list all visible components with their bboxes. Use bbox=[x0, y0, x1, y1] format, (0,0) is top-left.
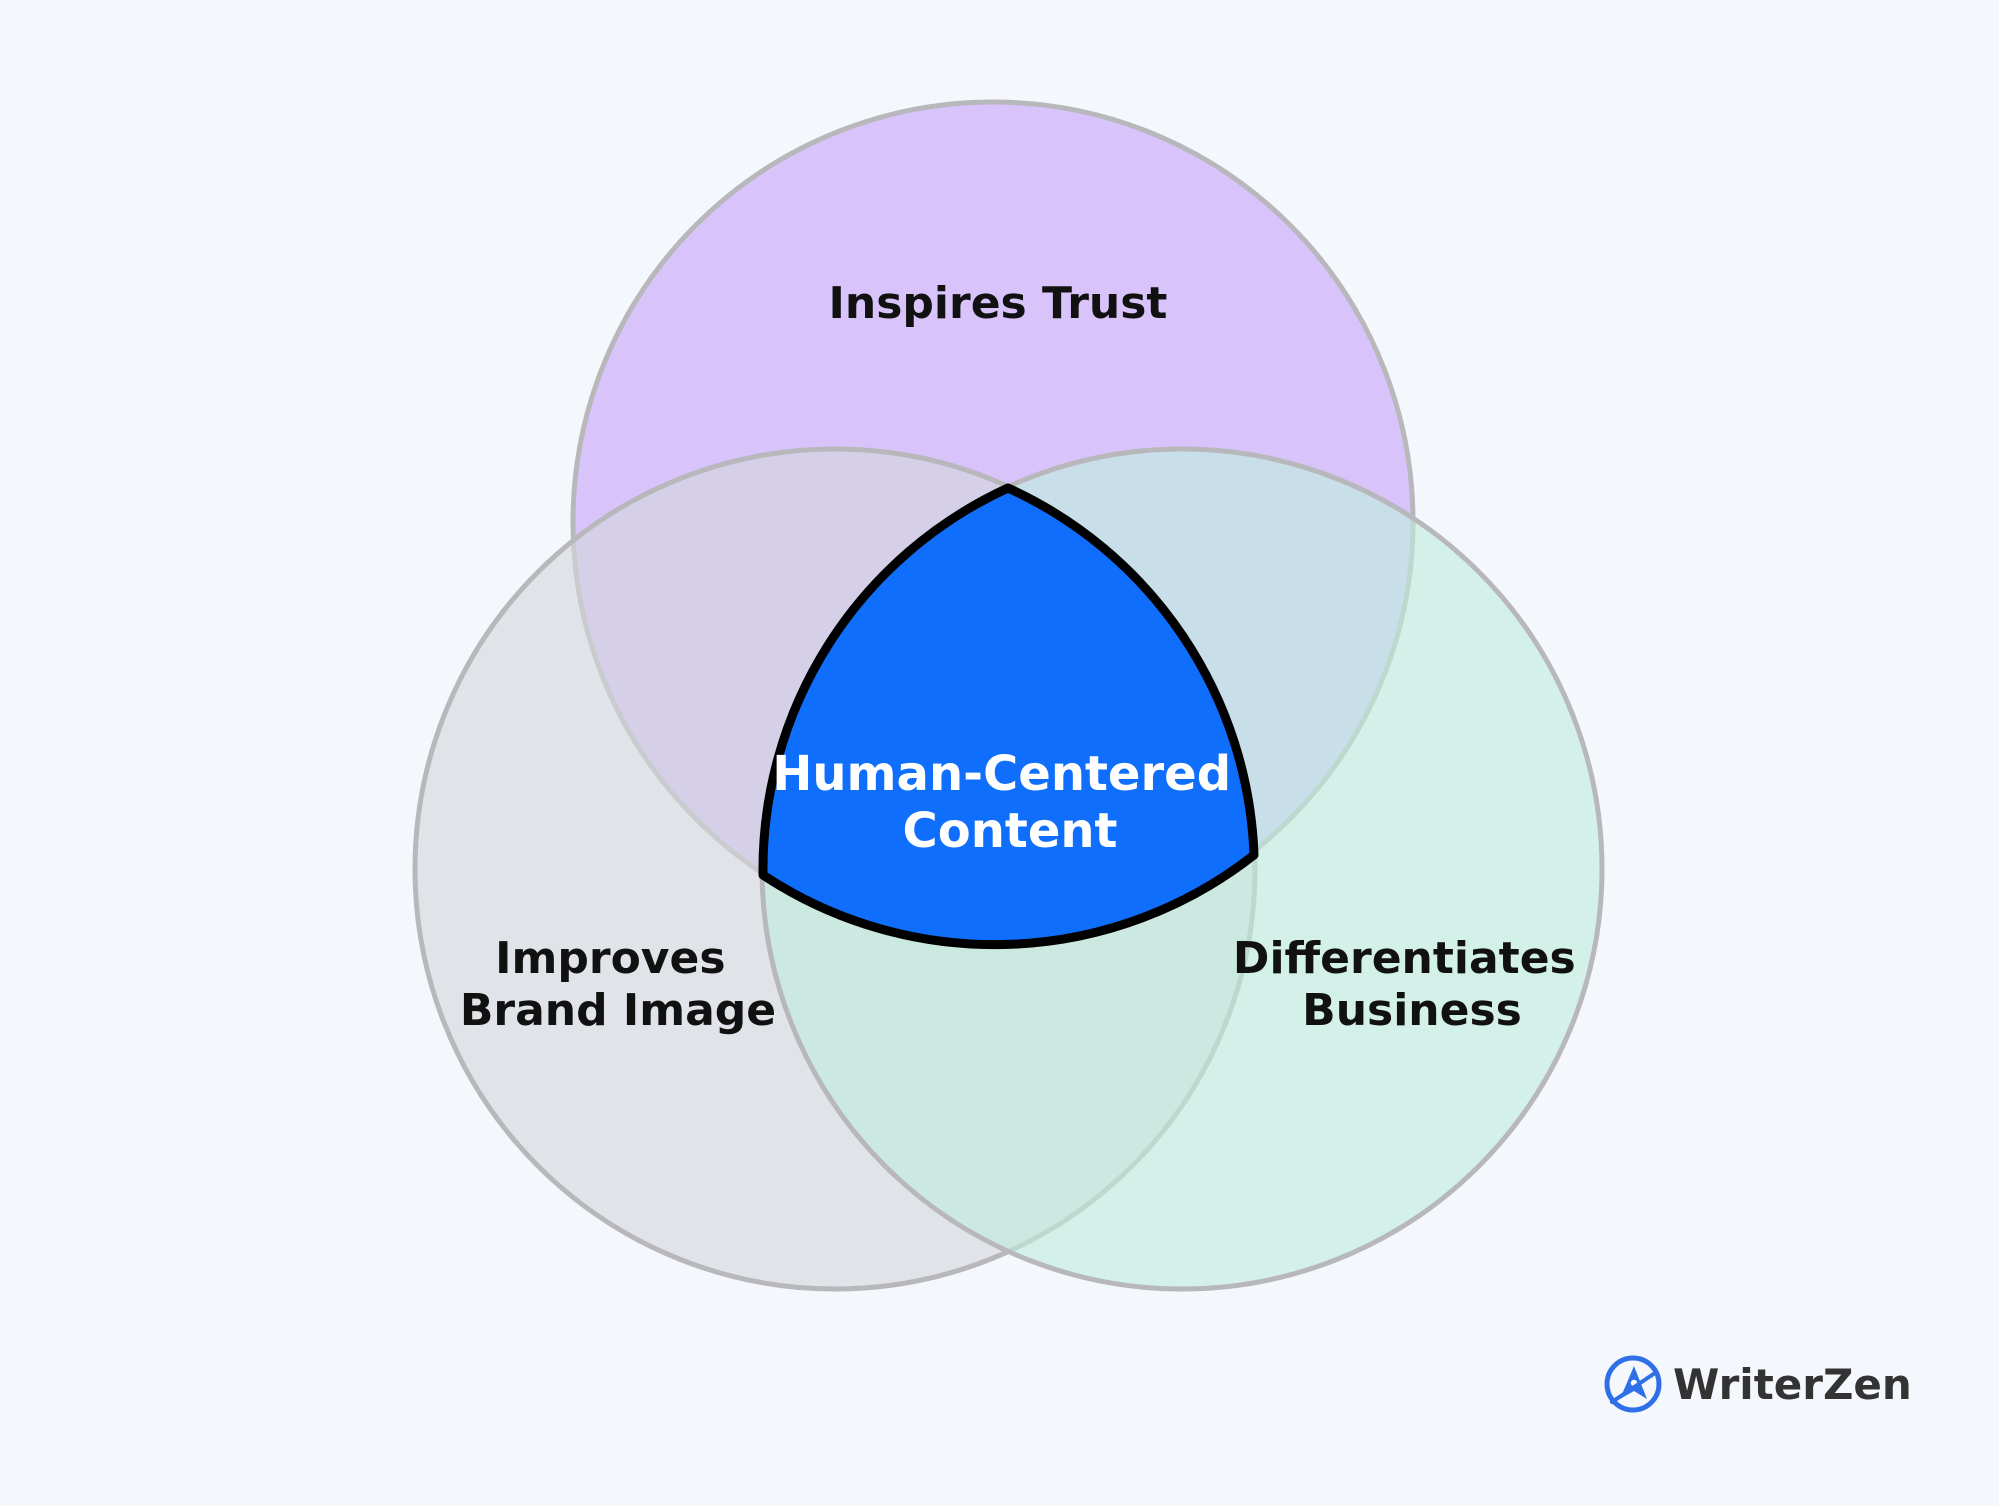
brand-logo: WriterZen bbox=[1604, 1355, 1912, 1413]
label-differentiates-business: Differentiates Business bbox=[1233, 933, 1591, 1036]
label-inspires-trust: Inspires Trust bbox=[829, 278, 1168, 329]
brand-name: WriterZen bbox=[1673, 1360, 1912, 1409]
label-line: Differentiates bbox=[1233, 933, 1576, 984]
label-line: Brand Image bbox=[460, 985, 776, 1036]
pen-nib-icon bbox=[1604, 1355, 1662, 1413]
intersection-human-centered-content bbox=[758, 483, 1259, 950]
label-line: Human-Centered bbox=[772, 746, 1231, 802]
label-line: Inspires Trust bbox=[829, 278, 1168, 329]
label-line: Business bbox=[1302, 985, 1522, 1036]
label-improves-brand-image: Improves Brand Image bbox=[460, 933, 776, 1036]
label-line: Content bbox=[903, 803, 1118, 859]
label-human-centered-content: Human-Centered Content bbox=[772, 746, 1248, 859]
label-line: Improves bbox=[495, 933, 725, 984]
